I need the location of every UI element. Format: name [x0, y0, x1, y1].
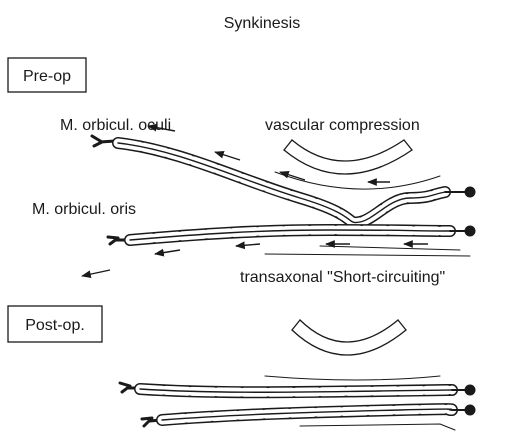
postop-upper-terminal: [465, 385, 476, 396]
postop-box-label: Post-op.: [25, 317, 85, 334]
postop-panel: Post-op.: [8, 306, 476, 430]
preop-vessel: [284, 140, 412, 174]
diagram-title: Synkinesis: [224, 15, 300, 32]
preop-lower-terminal: [465, 226, 476, 237]
preop-panel: Pre-op M. orbicul. oculi vascular compre…: [8, 58, 476, 286]
preop-box-label: Pre-op: [23, 68, 71, 85]
postop-lower-nerve: [142, 405, 476, 427]
oris-label: M. orbicul. oris: [32, 201, 136, 218]
preop-upper-terminal: [465, 187, 476, 198]
vessel-label: vascular compression: [265, 117, 420, 134]
short-circuit-label: transaxonal "Short-circuiting": [240, 269, 445, 286]
preop-lower-nerve: [108, 226, 476, 245]
postop-vessel: [292, 320, 406, 355]
preop-upper-nerve: [92, 136, 476, 223]
postop-upper-nerve: [120, 383, 476, 396]
postop-lower-terminal: [465, 405, 476, 416]
oculi-label: M. orbicul. oculi: [60, 117, 171, 134]
